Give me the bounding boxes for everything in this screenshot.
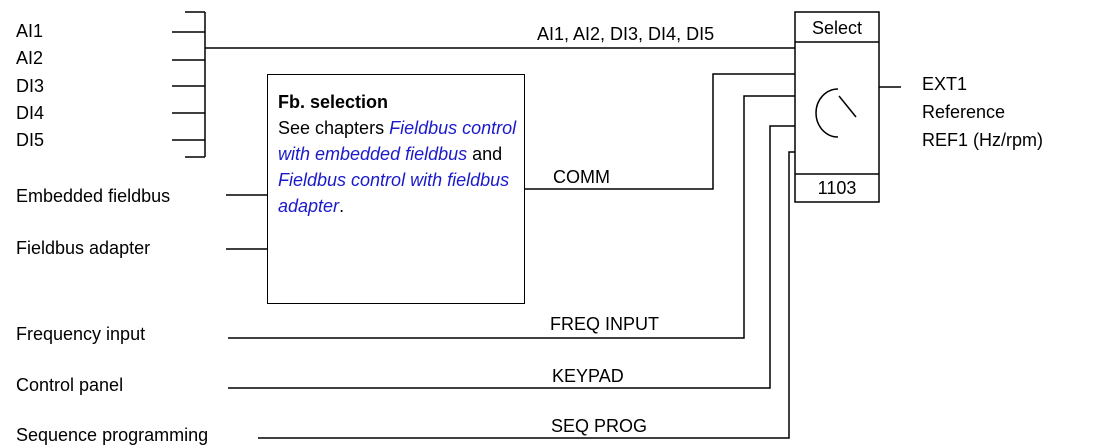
output-label-ext1: EXT1 [922, 74, 968, 94]
rotary-switch-pointer [838, 95, 857, 118]
input-label-di5: DI5 [16, 130, 45, 150]
signal-label-comm: COMM [553, 167, 610, 187]
input-label-embedded-fieldbus: Embedded fieldbus [16, 186, 171, 206]
freq-input-line [228, 95, 795, 339]
fb-selection-text-end: . [339, 196, 345, 216]
rotary-switch-icon [815, 88, 839, 138]
signal-label-freq-input: FREQ INPUT [550, 314, 660, 334]
keypad-line [228, 125, 795, 389]
fb-selection-text: See chapters [278, 118, 390, 138]
signal-label-analog-digital: AI1, AI2, DI3, DI4, DI5 [537, 24, 715, 44]
input-label-ai2: AI2 [16, 48, 44, 68]
input-label-control-panel: Control panel [16, 375, 124, 395]
input-label-fieldbus-adapter: Fieldbus adapter [16, 238, 151, 258]
input-label-frequency-input: Frequency input [16, 324, 146, 344]
selector-parameter: 1103 [817, 178, 857, 198]
input-label-di4: DI4 [16, 103, 45, 123]
input-label-sequence-programming: Sequence programming [16, 425, 209, 445]
input-label-ai1: AI1 [16, 21, 44, 41]
signal-label-keypad: KEYPAD [552, 366, 624, 386]
comm-line [525, 73, 795, 190]
fieldbus-embedded-link[interactable]: Fieldbus control with embedded fieldbus [278, 118, 517, 164]
output-label-ref1: REF1 (Hz/rpm) [922, 130, 1043, 150]
fb-selection-text-and: and [467, 144, 503, 164]
fb-selection-box: Fb. selection See chapters Fieldbus cont… [267, 74, 525, 304]
selector-title: Select [811, 18, 863, 38]
fieldbus-adapter-link[interactable]: Fieldbus control with fieldbus adapter [278, 170, 510, 216]
signal-label-seq-prog: SEQ PROG [551, 416, 648, 436]
input-label-di3: DI3 [16, 76, 45, 96]
output-label-reference: Reference [922, 102, 1006, 122]
selector-box [794, 11, 880, 203]
fb-selection-title: Fb. selection [278, 92, 389, 112]
seq-prog-line [258, 151, 795, 439]
